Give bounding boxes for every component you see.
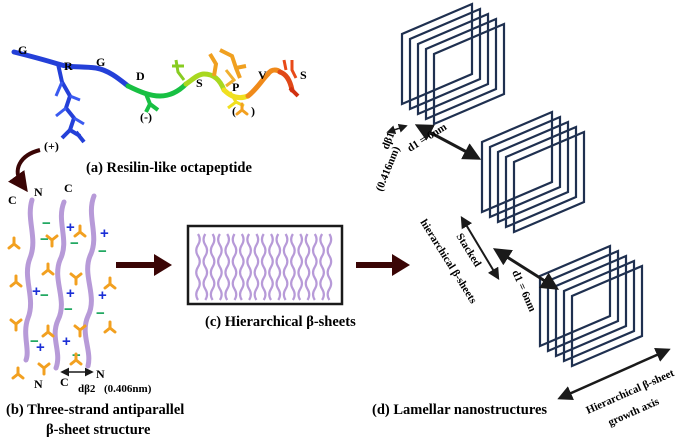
sheet-strand: [275, 233, 282, 301]
terminus-label: N: [34, 185, 43, 199]
lamella-sheet: [512, 130, 586, 234]
svg-text:−: −: [30, 333, 39, 350]
svg-text:(: (: [232, 104, 236, 118]
lamella-sheet: [432, 22, 506, 126]
sheet-strand: [311, 233, 318, 301]
sheet-strand: [202, 233, 209, 301]
peptide-model: [11, 48, 300, 144]
sheet-spacing-indicator: dβ1 (0.416nm): [374, 124, 408, 193]
lamella-sheet: [488, 115, 562, 219]
lamella-sheet: [504, 125, 578, 229]
sheet-strand: [217, 233, 223, 301]
sheet-strand: [246, 233, 252, 301]
lamella-sheet: [562, 259, 636, 363]
flow-arrow-c-to-d: [356, 254, 410, 276]
svg-text:+: +: [98, 287, 107, 304]
spacing-dbeta2-symbol: dβ2: [78, 383, 96, 395]
svg-text:−: −: [40, 231, 49, 248]
svg-text:−: −: [40, 287, 49, 304]
residue-labels: G R G D S P V S: [18, 43, 307, 94]
lamella-sheet: [408, 7, 482, 111]
svg-text:−: −: [64, 301, 73, 318]
svg-text:−: −: [42, 215, 51, 232]
charge-markers: − − + − + − + − + − + − + − + −: [30, 215, 109, 364]
residue-label: D: [136, 69, 145, 83]
lamella-sheet: [400, 2, 474, 106]
svg-text:−: −: [98, 243, 107, 260]
svg-text:−: −: [96, 305, 105, 322]
svg-text:+: +: [66, 219, 75, 236]
sheet-strand: [319, 233, 325, 301]
residue-label: S: [300, 68, 307, 82]
residue-label: G: [18, 43, 27, 57]
strand-termini: C N C N C N: [8, 181, 105, 391]
sheet-strand: [238, 233, 245, 301]
terminus-label: C: [64, 181, 73, 195]
interlayer-arrow-1: d1 = 6nm: [405, 121, 482, 160]
svg-text:+: +: [36, 339, 45, 356]
svg-text:+: +: [62, 333, 71, 350]
spacing-dbeta1-value: (0.416nm): [374, 144, 403, 193]
caption-d: (d) Lamellar nanostructures: [372, 402, 547, 418]
lamellar-stack-2: [480, 110, 586, 234]
strand-2: [52, 199, 67, 371]
sheet-strand: [297, 233, 304, 301]
residue-label: P: [232, 80, 239, 94]
charge-minus-label: (-): [140, 110, 152, 124]
terminus-label: C: [60, 375, 69, 389]
lamella-sheet: [570, 264, 644, 368]
svg-text:+: +: [100, 225, 109, 242]
residue-label: G: [96, 55, 105, 69]
caption-b-line2: β-sheet structure: [46, 422, 151, 438]
sheet-strand: [195, 233, 201, 301]
lamella-sheet: [538, 244, 612, 348]
sheet-strand: [282, 233, 289, 301]
lamella-sheet: [424, 17, 498, 121]
charge-plus-label: (+): [44, 139, 59, 153]
residue-label: V: [258, 68, 267, 82]
sheet-strand: [268, 233, 274, 301]
flow-arrow-b-to-c: [116, 254, 172, 276]
terminus-label: N: [34, 377, 43, 391]
tyrosine-charge-label: ( ): [232, 102, 255, 118]
strand-1: [23, 197, 36, 363]
lamella-sheet: [480, 110, 554, 214]
lamella-sheet: [554, 254, 628, 358]
sheet-strand: [290, 233, 296, 301]
hierarchical-sheet-strands: [195, 233, 333, 301]
svg-text:+: +: [66, 285, 75, 302]
spacing-dbeta2-value: (0.406nm): [104, 383, 152, 395]
sheet-strand: [304, 233, 311, 301]
sheet-strand: [224, 233, 231, 301]
strand-spacing-indicator: dβ2 (0.406nm): [60, 367, 152, 395]
lamella-sheet: [546, 249, 620, 353]
sheet-strand: [260, 233, 267, 301]
svg-text:): ): [251, 104, 255, 118]
beta-strands: [23, 193, 97, 371]
terminus-label: C: [8, 193, 17, 207]
stacked-label-line1: Stacked: [453, 231, 483, 269]
caption-c: (c) Hierarchical β-sheets: [205, 314, 356, 330]
lamella-sheet: [496, 120, 570, 224]
lamellar-stack-1: [400, 2, 506, 126]
curved-arrow: [8, 148, 41, 193]
terminus-label: N: [96, 367, 105, 381]
sheet-strand: [231, 233, 238, 301]
residue-label: S: [196, 76, 203, 90]
lamellar-stack-3: [538, 244, 644, 368]
sheet-strand: [209, 233, 216, 301]
sheet-strand: [253, 233, 260, 301]
lamella-sheet: [416, 12, 490, 116]
strand-3: [82, 193, 97, 369]
sheet-strand: [326, 233, 333, 301]
svg-text:+: +: [32, 283, 41, 300]
caption-a: (a) Resilin-like octapeptide: [86, 160, 252, 176]
growth-axis-arrow: Hierarchical β-sheet growth axis: [557, 348, 676, 429]
stacking-axis-arrow: Stacked hierarchical β-sheets: [417, 215, 500, 306]
caption-b-line1: (b) Three-strand antiparallel: [6, 402, 184, 418]
svg-text:−: −: [70, 235, 79, 252]
residue-label: R: [64, 59, 73, 73]
